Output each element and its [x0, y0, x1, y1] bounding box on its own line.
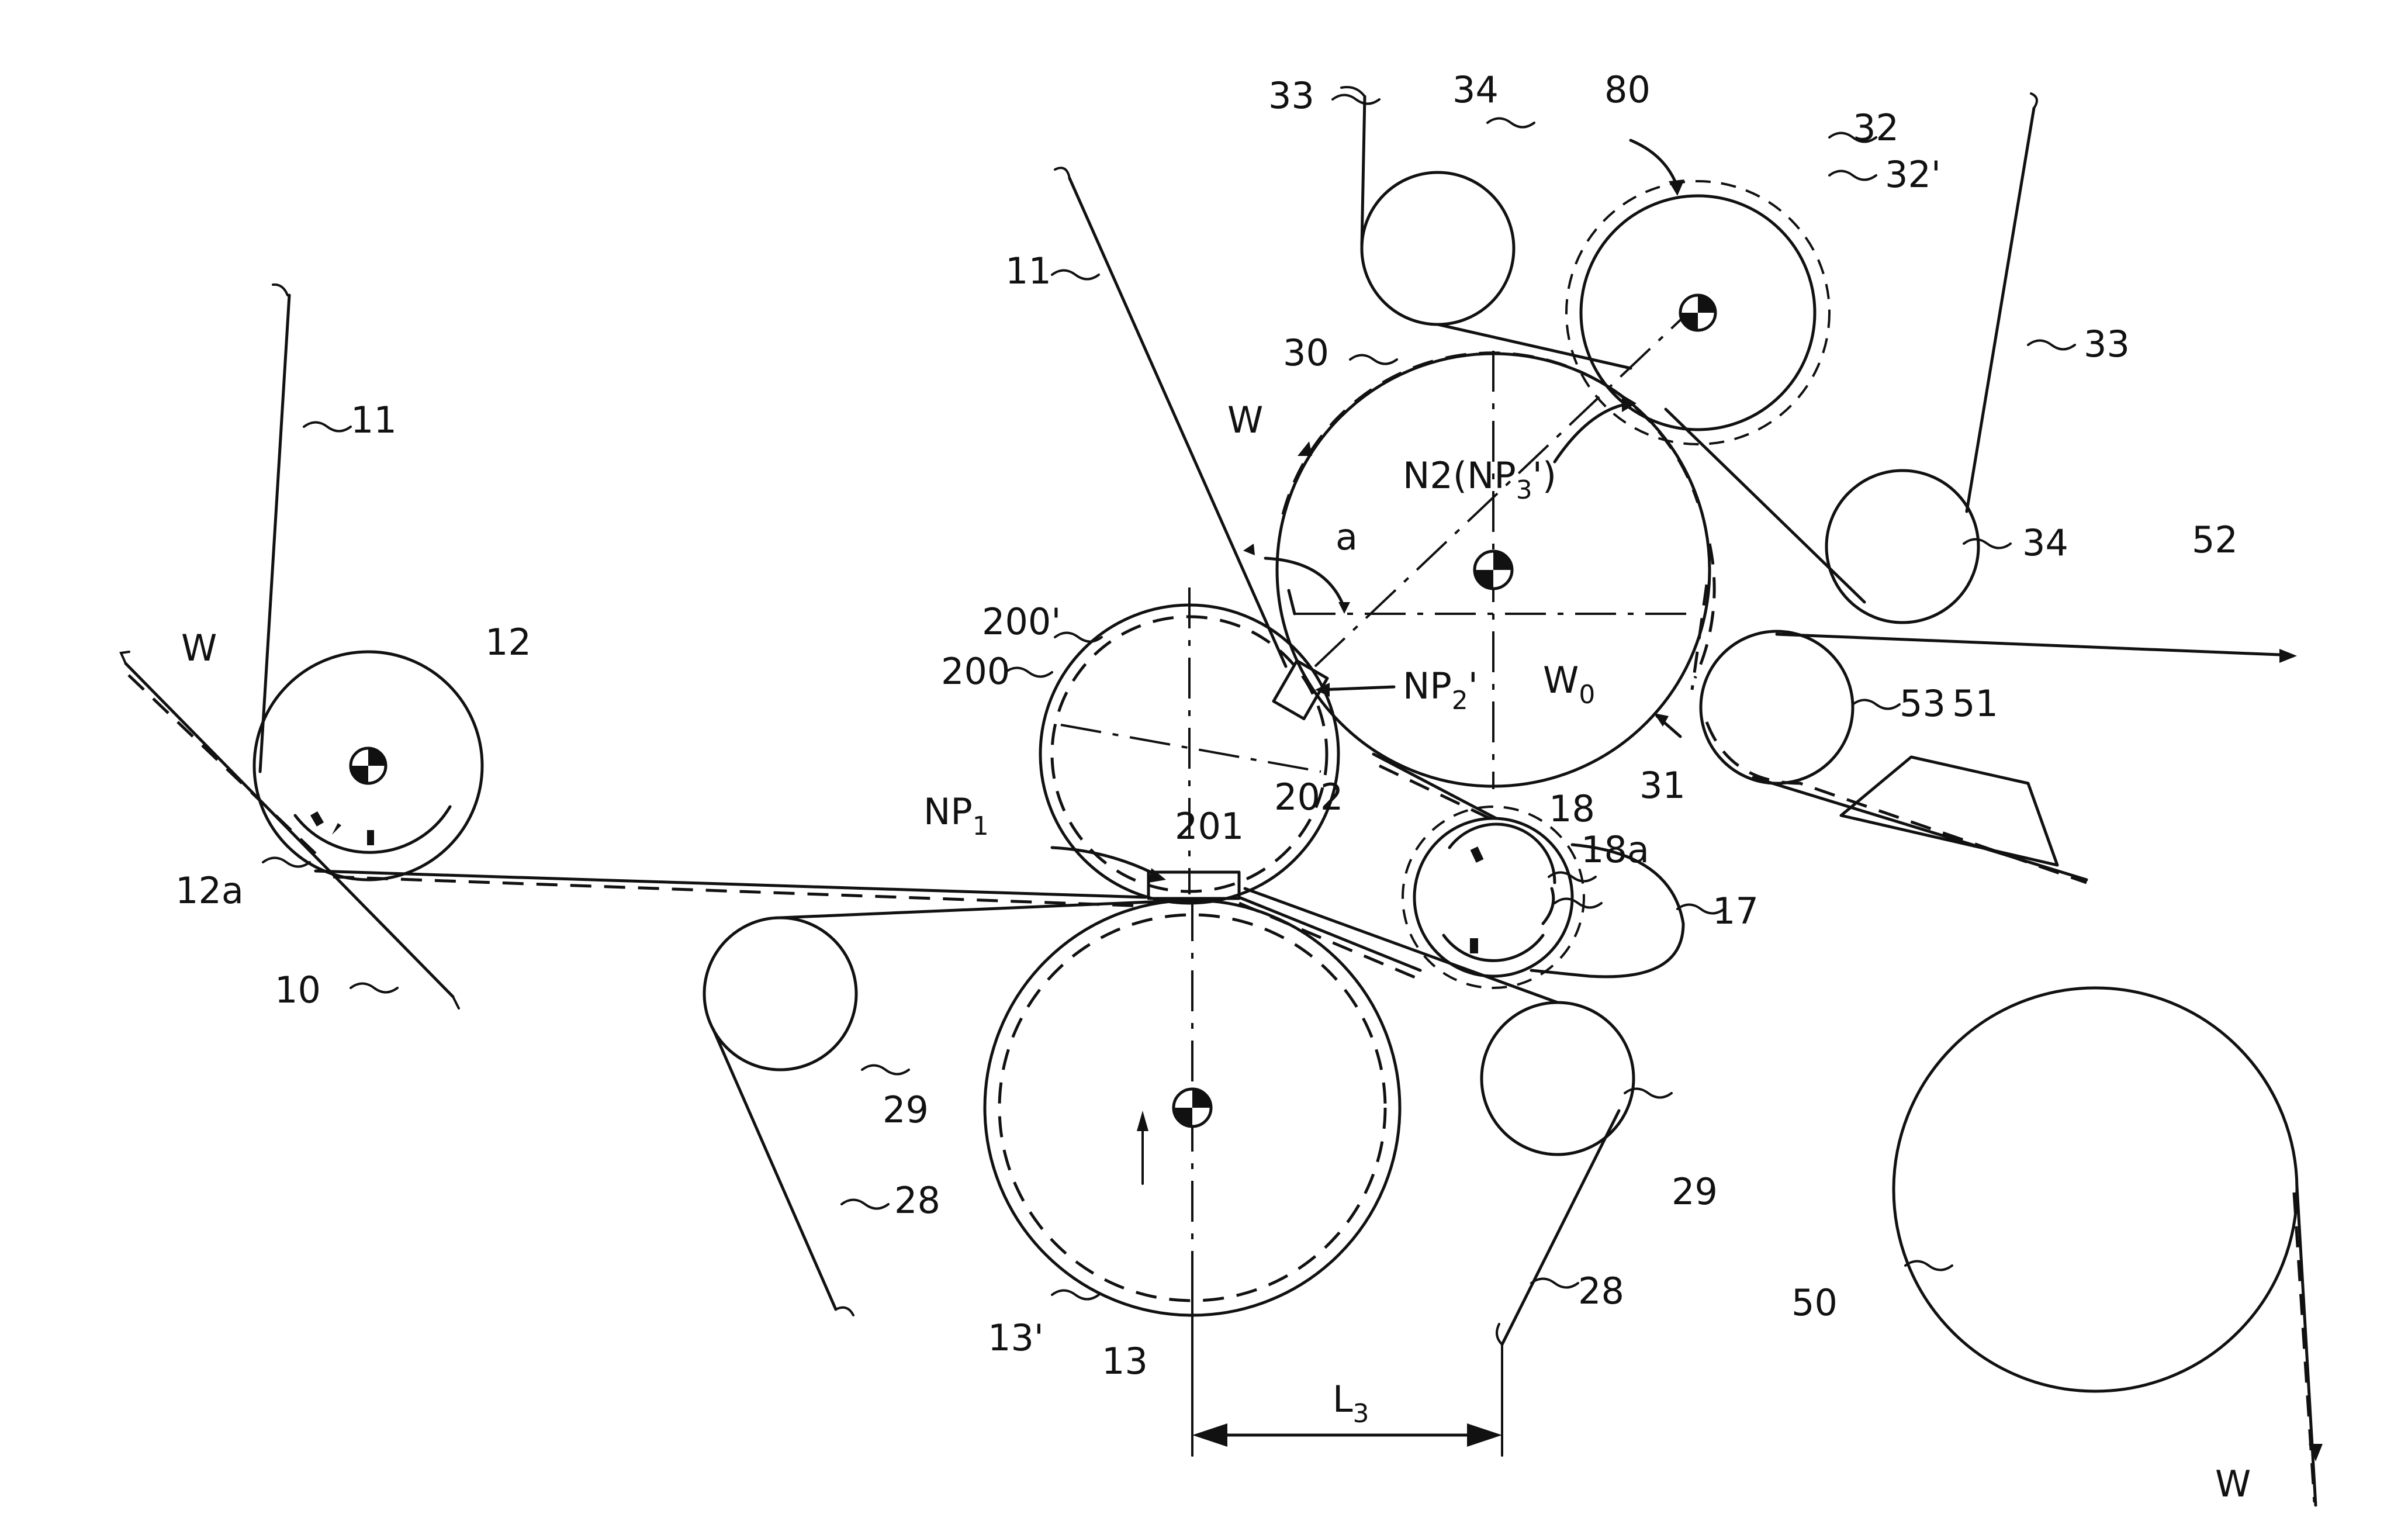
label-32: 32: [1853, 106, 1899, 149]
label-np1: NP1: [923, 790, 989, 841]
label-201: 201: [1175, 805, 1244, 848]
np3-arrow: [1555, 403, 1631, 462]
label-32-prime: 32': [1885, 153, 1941, 196]
roll-34-top: [1362, 172, 1514, 324]
label-34-right: 34: [2022, 521, 2068, 564]
angle-a-tick: [1243, 544, 1255, 555]
label-n2-np3: N2(NP3'): [1403, 454, 1556, 505]
label-29-mid: 29: [1672, 1170, 1718, 1213]
roll-18: [1403, 807, 1584, 988]
label-17: 17: [1712, 890, 1759, 932]
label-51: 51: [1952, 682, 1998, 725]
roll-29-left: [704, 918, 856, 1070]
roll-13-arrow: [1137, 1111, 1148, 1131]
label-18a: 18a: [1581, 828, 1649, 871]
label-30: 30: [1283, 331, 1329, 374]
web-w-arrow: [1298, 441, 1312, 456]
label-13: 13: [1102, 1340, 1148, 1382]
cylinder-50: [1894, 988, 2297, 1391]
roll-32: [1566, 181, 1829, 444]
label-200-prime: 200': [982, 600, 1061, 643]
label-80: 80: [1604, 68, 1651, 111]
np2-arrow: [1321, 687, 1394, 690]
label-10: 10: [275, 969, 321, 1011]
label-a: a: [1336, 516, 1358, 558]
roll-34-right: [1826, 471, 1978, 623]
label-31: 31: [1639, 764, 1686, 807]
roll-29-mid: [1482, 1003, 1634, 1154]
label-l3: L3: [1333, 1378, 1369, 1429]
label-12: 12: [485, 621, 531, 663]
label-50: 50: [1791, 1281, 1838, 1324]
label-w-right: W: [2215, 1463, 2251, 1505]
label-12a: 12a: [175, 869, 244, 912]
felts: [121, 87, 2323, 1505]
leader-lines: [263, 95, 2075, 1299]
label-w-left: W: [181, 627, 217, 669]
roll-200: [1040, 587, 1338, 903]
label-34-top: 34: [1452, 68, 1499, 111]
label-w-mid: W: [1227, 399, 1263, 441]
roll-12: [254, 652, 482, 880]
label-11-left: 11: [351, 399, 397, 441]
doctor-51: [1841, 757, 2057, 865]
angle-a-arrow: [1338, 602, 1350, 614]
label-53: 53: [1900, 682, 1946, 725]
ref-80-arrow: [1631, 140, 1677, 187]
dimension-l3: [1192, 1268, 1502, 1456]
roll-53: [1701, 631, 1853, 783]
label-52: 52: [2192, 519, 2238, 561]
label-11-mid: 11: [1005, 250, 1051, 292]
label-28-left: 28: [894, 1179, 940, 1222]
label-18: 18: [1549, 787, 1595, 830]
label-28-mid: 28: [1578, 1270, 1624, 1312]
label-13-prime: 13': [988, 1316, 1044, 1359]
label-202: 202: [1274, 776, 1343, 818]
label-33-right: 33: [2084, 323, 2130, 365]
label-200: 200: [941, 650, 1010, 693]
label-np2: NP2': [1403, 665, 1478, 715]
label-29-left: 29: [883, 1088, 929, 1131]
label-33-top: 33: [1268, 74, 1314, 117]
label-w0: W0: [1543, 659, 1595, 710]
